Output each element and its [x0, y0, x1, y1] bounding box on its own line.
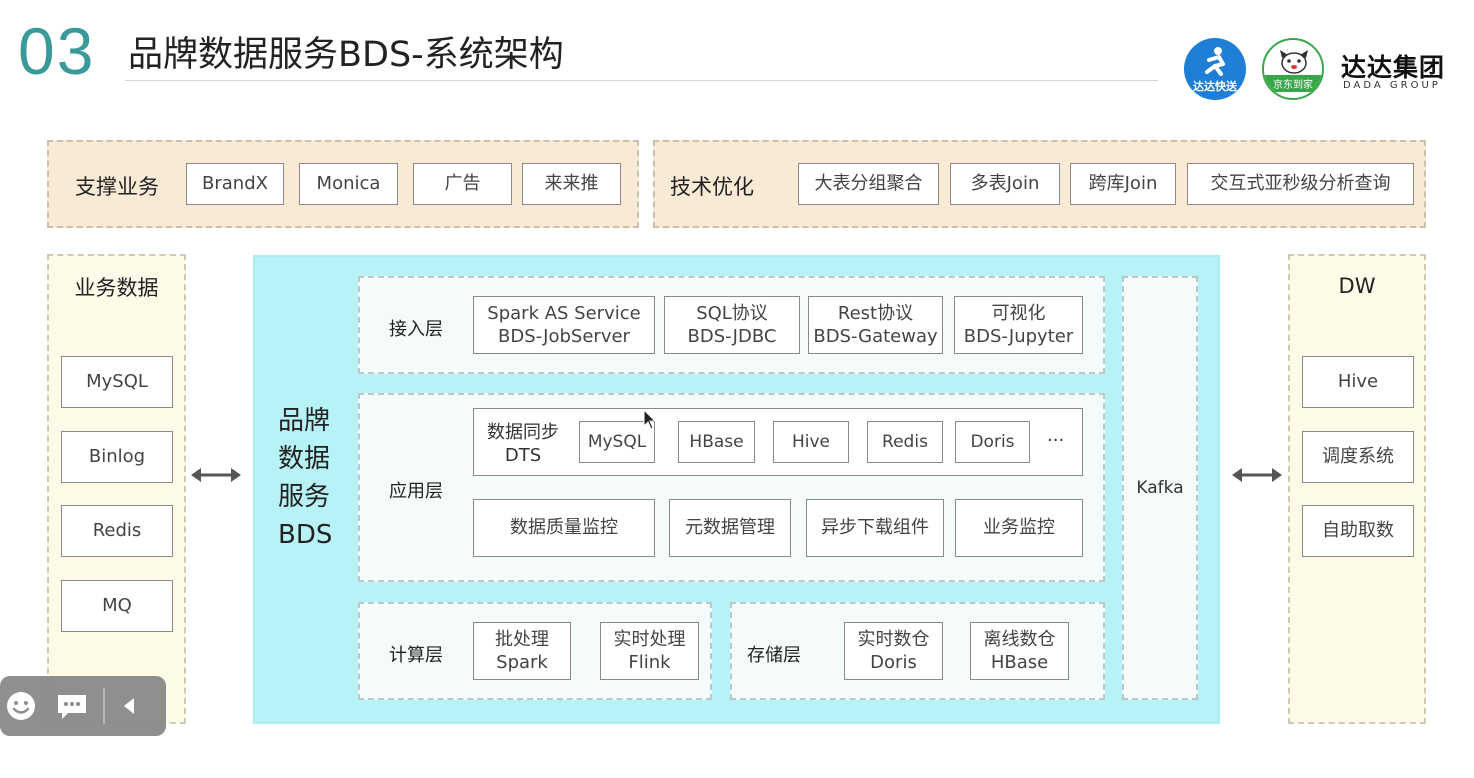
dw-label: DW — [1338, 274, 1376, 298]
sync-target-doris: Doris — [955, 421, 1030, 463]
access-item-jupyter: 可视化 BDS-Jupyter — [954, 296, 1083, 354]
business-data-panel — [47, 254, 186, 724]
bidirectional-arrow-icon — [1232, 468, 1282, 482]
bds-label-line: BDS — [278, 520, 333, 550]
access-item-line1: SQL协议 — [696, 302, 768, 324]
title-divider — [125, 80, 1158, 81]
module-biz-monitor: 业务监控 — [955, 499, 1083, 557]
access-item-line1: Rest协议 — [837, 302, 914, 324]
app-layer-label: 应用层 — [389, 481, 443, 502]
sync-target-redis: Redis — [867, 421, 943, 463]
bds-label-line: 服务 — [278, 482, 331, 512]
jd-logo-caption: 京东到家 — [1264, 75, 1322, 92]
slide-number: 03 — [18, 14, 96, 88]
kafka-label: Kafka — [1136, 478, 1184, 498]
jd-daojia-logo: 京东到家 — [1262, 38, 1324, 100]
storage-item-doris: 实时数仓 Doris — [844, 622, 943, 680]
tech-item-interactive-query: 交互式亚秒级分析查询 — [1187, 163, 1414, 205]
floating-toolbar — [0, 676, 166, 736]
page-title: 品牌数据服务BDS-系统架构 — [128, 35, 564, 75]
access-item-line2: BDS-Gateway — [813, 326, 938, 347]
biz-data-redis: Redis — [61, 505, 173, 557]
compute-layer-label: 计算层 — [389, 645, 443, 666]
kafka-panel — [1122, 276, 1198, 700]
bds-label: 品牌 数据 服务 BDS — [278, 402, 338, 554]
collapse-left-icon[interactable] — [114, 690, 146, 722]
support-item-brandx: BrandX — [186, 163, 284, 205]
dada-group-logo-subtext: DADA GROUP — [1343, 80, 1441, 91]
storage-item-line1: 离线数仓 — [983, 628, 1056, 650]
support-item-monica: Monica — [299, 163, 398, 205]
sync-target-hive: Hive — [773, 421, 849, 463]
storage-item-line2: Doris — [870, 652, 917, 673]
access-item-jdbc: SQL协议 BDS-JDBC — [664, 296, 800, 354]
tech-item-cross-db-join: 跨库Join — [1070, 163, 1176, 205]
compute-item-flink: 实时处理 Flink — [600, 622, 699, 680]
tech-optimization-label: 技术优化 — [670, 175, 754, 199]
dada-group-logo-text: 达达集团 — [1341, 53, 1446, 82]
sync-target-hbase: HBase — [678, 421, 755, 463]
bds-label-line: 数据 — [278, 444, 331, 474]
module-async-download: 异步下载组件 — [806, 499, 944, 557]
runner-icon — [1205, 47, 1225, 76]
data-sync-label-line1: 数据同步 — [487, 421, 559, 443]
access-layer-label: 接入层 — [389, 319, 443, 340]
access-item-line2: BDS-Jupyter — [963, 326, 1074, 347]
dw-item-hive: Hive — [1302, 356, 1414, 408]
access-item-gateway: Rest协议 BDS-Gateway — [808, 296, 943, 354]
bds-label-line: 品牌 — [278, 406, 331, 436]
dada-logo-caption: 达达快送 — [1193, 80, 1237, 93]
jd-dog-icon — [1280, 50, 1308, 74]
data-sync-label: 数据同步 DTS — [480, 418, 566, 470]
module-data-quality: 数据质量监控 — [473, 499, 655, 557]
dw-item-scheduler: 调度系统 — [1302, 431, 1414, 483]
storage-layer-label: 存储层 — [747, 645, 801, 666]
sync-target-mysql: MySQL — [579, 421, 655, 463]
access-item-line1: 可视化 — [991, 302, 1046, 324]
storage-item-line2: HBase — [990, 652, 1049, 673]
compute-item-line1: 实时处理 — [613, 628, 686, 650]
support-item-lailaitui: 来来推 — [522, 163, 621, 205]
mouse-cursor-icon — [643, 409, 657, 430]
dw-item-self-service: 自助取数 — [1302, 505, 1414, 557]
biz-data-mq: MQ — [61, 580, 173, 632]
access-item-line2: BDS-JobServer — [498, 326, 630, 347]
toolbar-divider — [103, 688, 105, 724]
dada-express-logo: 达达快送 — [1184, 38, 1246, 100]
sync-more-indicator: ··· — [1047, 430, 1065, 451]
support-item-ads: 广告 — [413, 163, 512, 205]
compute-item-line2: Spark — [496, 652, 548, 673]
compute-item-spark: 批处理 Spark — [473, 622, 571, 680]
biz-data-binlog: Binlog — [61, 431, 173, 483]
access-item-jobserver: Spark AS Service BDS-JobServer — [473, 296, 655, 354]
smiley-icon[interactable] — [5, 690, 37, 722]
bidirectional-arrow-icon — [191, 468, 241, 482]
storage-item-line1: 实时数仓 — [857, 628, 930, 650]
compute-item-line2: Flink — [628, 652, 671, 673]
compute-item-line1: 批处理 — [495, 628, 549, 650]
tech-item-large-table-agg: 大表分组聚合 — [798, 163, 939, 205]
business-data-label: 业务数据 — [74, 276, 159, 300]
module-metadata: 元数据管理 — [669, 499, 791, 557]
biz-data-mysql: MySQL — [61, 356, 173, 408]
access-item-line2: BDS-JDBC — [687, 326, 777, 347]
storage-item-hbase: 离线数仓 HBase — [970, 622, 1069, 680]
access-item-line1: Spark AS Service — [487, 302, 641, 324]
tech-item-multi-join: 多表Join — [950, 163, 1060, 205]
dw-panel — [1288, 254, 1426, 724]
chat-bubble-icon[interactable] — [56, 690, 88, 722]
data-sync-label-line2: DTS — [504, 445, 542, 466]
support-business-label: 支撑业务 — [75, 175, 159, 199]
